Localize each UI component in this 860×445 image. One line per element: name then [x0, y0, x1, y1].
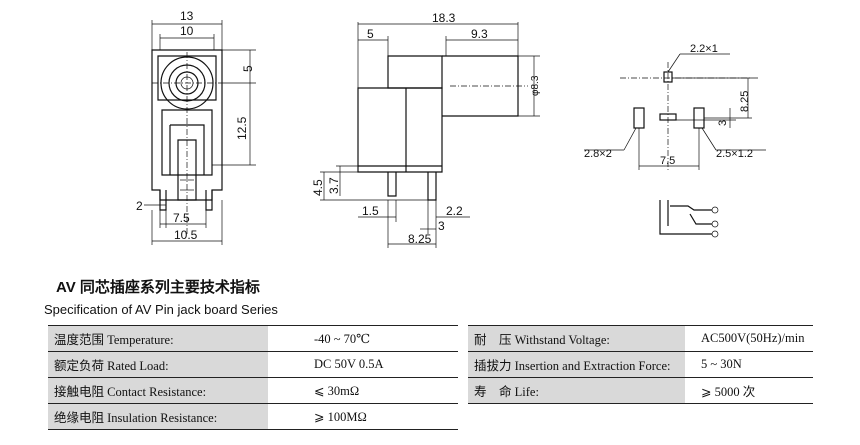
dim-1-5: 1.5	[362, 204, 379, 218]
dim-2-2: 2.2	[446, 204, 463, 218]
dim-3-pcb: 3	[717, 120, 729, 126]
spec-value: -40 ~ 70℃	[268, 325, 458, 352]
dim-13: 13	[180, 9, 194, 23]
dim-2: 2	[136, 199, 143, 213]
spec-label: 额定负荷 Rated Load:	[48, 351, 268, 378]
dim-8-25: 8.25	[408, 232, 432, 246]
spec-value-2: ⩾ 5000 次	[685, 377, 813, 404]
spec-label: 绝缘电阻 Insulation Resistance:	[48, 403, 268, 430]
section-title-en: Specification of AV Pin jack board Serie…	[44, 302, 278, 317]
spec-value-2: AC500V(50Hz)/min	[685, 325, 813, 352]
dim-3-7: 3.7	[327, 177, 341, 194]
section-title-cn: AV 同芯插座系列主要技术指标	[56, 279, 260, 296]
schematic-symbol	[659, 200, 719, 238]
spec-row: 绝缘电阻 Insulation Resistance: ⩾ 100MΩ	[48, 403, 813, 430]
dim-2-2x1: 2.2×1	[690, 43, 718, 55]
dim-12-5: 12.5	[235, 116, 249, 140]
spec-value: ⩽ 30mΩ	[268, 377, 458, 404]
technical-drawing: 13 10 5 12.5 2 7.5 10.5	[136, 9, 766, 248]
spec-label-2: 耐 压 Withstand Voltage:	[468, 325, 685, 352]
dim-5-side: 5	[367, 27, 374, 41]
dim-phi-8-3: φ8.3	[530, 75, 541, 96]
dim-18-3: 18.3	[432, 11, 456, 25]
spec-row: 额定负荷 Rated Load: DC 50V 0.5A 插拔力 Inserti…	[48, 351, 813, 378]
spec-label-2: 寿 命 Life:	[468, 377, 685, 404]
dim-9-3: 9.3	[471, 27, 488, 41]
spec-value-2	[685, 404, 813, 430]
spec-value: ⩾ 100MΩ	[268, 403, 458, 430]
spec-row: 温度范围 Temperature: -40 ~ 70℃ 耐 压 Withstan…	[48, 325, 813, 352]
dim-2-8x2: 2.8×2	[584, 148, 612, 160]
dim-10: 10	[180, 24, 194, 38]
spec-value-2: 5 ~ 30N	[685, 351, 813, 378]
dim-5: 5	[241, 65, 255, 72]
spec-label-2	[468, 403, 685, 430]
spec-table: 温度范围 Temperature: -40 ~ 70℃ 耐 压 Withstan…	[48, 325, 813, 430]
spec-label: 温度范围 Temperature:	[48, 325, 268, 352]
spec-label-2: 插拔力 Insertion and Extraction Force:	[468, 351, 685, 378]
dim-8-25-pcb: 8.25	[739, 91, 751, 112]
side-view: 18.3 5 9.3 φ8.3 4.5 3.7 1.5 2.2 3 8.25	[311, 11, 541, 248]
dim-10-5: 10.5	[174, 228, 198, 242]
pcb-layout: 2.2×1 8.25 3 2.8×2 7.5 2.5×1.2	[584, 43, 766, 172]
front-view: 13 10 5 12.5 2 7.5 10.5	[136, 9, 256, 245]
dim-3-side: 3	[438, 219, 445, 233]
dim-4-5: 4.5	[311, 179, 325, 196]
dim-7-5: 7.5	[173, 211, 190, 225]
dim-7-5-pcb: 7.5	[660, 155, 675, 167]
dim-2-5x1-2: 2.5×1.2	[716, 148, 753, 160]
spec-row: 接触电阻 Contact Resistance: ⩽ 30mΩ 寿 命 Life…	[48, 377, 813, 404]
spec-label: 接触电阻 Contact Resistance:	[48, 377, 268, 404]
spec-value: DC 50V 0.5A	[268, 351, 458, 378]
